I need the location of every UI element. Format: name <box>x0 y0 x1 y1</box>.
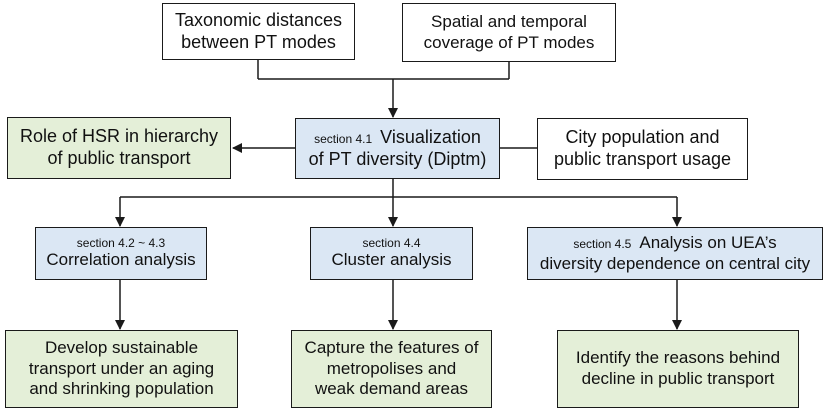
node-line: decline in public transport <box>581 369 775 388</box>
node-line: Identify the reasons behind <box>575 348 781 368</box>
section-label: section 4.2 ~ 4.3 <box>76 235 166 250</box>
node-heading: section 4.1 Visualization <box>314 127 481 149</box>
node-line: of PT diversity (Diptm) <box>308 148 487 169</box>
node-cluster-analysis: section 4.4 Cluster analysis <box>310 227 473 280</box>
node-city-population: City population and public transport usa… <box>537 118 748 180</box>
node-line: public transport usage <box>553 149 732 169</box>
node-line: Role of HSR in hierarchy <box>19 126 219 147</box>
section-label: section 4.4 <box>362 235 421 250</box>
node-line: City population and <box>565 127 720 148</box>
node-line: transport under an aging <box>28 358 215 378</box>
node-line: Cluster analysis <box>331 250 452 270</box>
node-correlation-analysis: section 4.2 ~ 4.3 Correlation analysis <box>35 227 207 280</box>
node-line: Correlation analysis <box>46 250 196 270</box>
node-develop-sustainable-transport: Develop sustainable transport under an a… <box>5 330 238 408</box>
node-visualization: section 4.1 Visualization of PT diversit… <box>295 118 500 179</box>
node-role-of-hsr: Role of HSR in hierarchy of public trans… <box>7 117 231 179</box>
node-line: Spatial and temporal <box>431 11 587 31</box>
node-line: of public transport <box>47 148 191 168</box>
node-capture-features: Capture the features of metropolises and… <box>291 330 492 408</box>
node-line: Develop sustainable <box>44 337 199 357</box>
node-line: Capture the features of <box>304 337 479 357</box>
section-label: section 4.5 <box>573 236 632 251</box>
node-taxonomic-distances: Taxonomic distances between PT modes <box>162 3 355 60</box>
section-label: section 4.1 <box>314 131 373 146</box>
node-line: metropolises and <box>326 358 457 378</box>
node-line: weak demand areas <box>314 379 469 399</box>
node-identify-decline-reasons: Identify the reasons behind decline in p… <box>557 330 799 408</box>
node-uea-analysis: section 4.5 Analysis on UEA’s diversity … <box>527 227 823 280</box>
node-line: coverage of PT modes <box>423 32 595 52</box>
node-spatial-temporal-coverage: Spatial and temporal coverage of PT mode… <box>402 3 616 62</box>
node-line: Analysis on UEA’s <box>639 232 777 252</box>
node-heading: section 4.5 Analysis on UEA’s <box>573 233 776 254</box>
node-line: diversity dependence on central city <box>539 253 811 273</box>
node-line: Visualization <box>380 126 481 147</box>
node-line: and shrinking population <box>29 379 214 399</box>
node-line: Taxonomic distances <box>174 9 343 30</box>
node-line: between PT modes <box>181 31 336 52</box>
